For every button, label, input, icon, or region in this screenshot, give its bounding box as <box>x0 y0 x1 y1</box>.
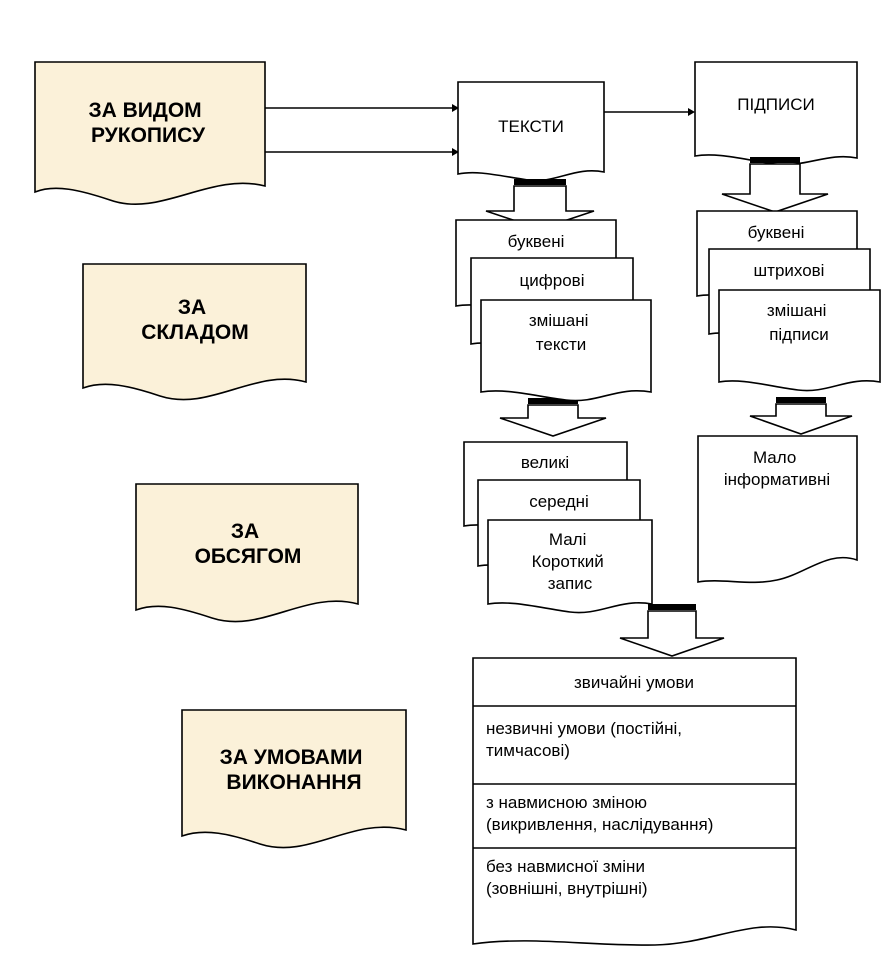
svg-text:Мало інформативні: Мало інформативні <box>724 448 830 489</box>
item-line: змішані <box>529 311 589 330</box>
svg-text:Малі Короткий: Малі Короткий запис <box>532 530 609 593</box>
condition-line: незвичні умови (постійні, <box>486 719 682 738</box>
conditions-table: звичайні умови незвичні умови (постійні,… <box>472 657 797 946</box>
text-volume-small: Малі Короткий запис <box>487 519 653 614</box>
category-by-handwriting: ЗА ВИДОМ РУКОПИСУ <box>34 61 266 205</box>
text-composition-mixed: змішані тексти <box>480 299 652 402</box>
item-line: тексти <box>536 335 586 354</box>
arrowhead-icon <box>452 148 459 156</box>
condition-line: з навмисною зміною <box>486 793 647 812</box>
condition-line: тимчасові) <box>486 741 570 760</box>
item-line: буквені <box>508 232 565 251</box>
svg-text:змішані тексти: змішані тексти <box>529 311 593 354</box>
category-by-composition: ЗА СКЛАДОМ <box>82 263 307 401</box>
svg-text:середні: середні <box>529 492 589 511</box>
item-line: великі <box>521 453 569 472</box>
conditions-row-usual: звичайні умови <box>574 673 694 692</box>
svg-text:ЗА ОБСЯГОМ: ЗА ОБСЯГОМ <box>195 520 302 568</box>
signature-composition-stack: буквені штрихові змішані підписи <box>696 210 881 392</box>
condition-line: без навмисної зміни <box>486 857 645 876</box>
conditions-row-unusual: незвичні умови (постійні, тимчасові) <box>486 719 687 760</box>
svg-text:ЗА УМОВАМИ ВИКОНАННЯ: ЗА УМОВАМИ ВИКОНАННЯ <box>220 746 369 794</box>
item-line: змішані <box>767 301 827 320</box>
type-label: ПІДПИСИ <box>737 95 814 114</box>
svg-text:змішані підписи: змішані підписи <box>767 301 831 344</box>
svg-text:з навмисною зміною (ви: з навмисною зміною (викривлення, насліду… <box>486 793 713 834</box>
category-by-conditions: ЗА УМОВАМИ ВИКОНАННЯ <box>181 709 407 849</box>
signature-volume-low-info: Мало інформативні <box>697 435 858 584</box>
condition-line: (викривлення, наслідування) <box>486 815 713 834</box>
item-line: середні <box>529 492 589 511</box>
signature-composition-mixed: змішані підписи <box>718 289 881 392</box>
down-arrow-icon <box>619 604 725 657</box>
arrowhead-icon <box>452 104 459 112</box>
block-arrows <box>485 157 853 657</box>
down-arrow-icon <box>721 157 829 213</box>
category-by-volume: ЗА ОБСЯГОМ <box>135 483 359 623</box>
down-arrow-icon <box>749 397 853 435</box>
svg-text:звичайні умови: звичайні умови <box>574 673 694 692</box>
category-line: ЗА <box>178 296 206 319</box>
svg-text:ЗА СКЛАДОМ: ЗА СКЛАДОМ <box>141 296 248 344</box>
conditions-row-intentional: з навмисною зміною (викривлення, насліду… <box>486 793 713 834</box>
type-signatures: ПІДПИСИ <box>694 61 858 166</box>
svg-text:буквені: буквені <box>748 223 805 242</box>
down-arrow-icon <box>499 398 607 437</box>
condition-line: звичайні умови <box>574 673 694 692</box>
item-line: запис <box>548 574 593 593</box>
item-line: Короткий <box>532 552 604 571</box>
conditions-row-unintentional: без навмисної зміни (зовнішні, внутрішні… <box>486 857 650 898</box>
text-composition-stack: буквені цифрові змішані тексти <box>455 219 652 402</box>
category-line: ВИКОНАННЯ <box>226 771 361 794</box>
item-line: буквені <box>748 223 805 242</box>
category-line: РУКОПИСУ <box>91 124 206 147</box>
item-line: інформативні <box>724 470 830 489</box>
category-line: ЗА УМОВАМИ <box>220 746 363 769</box>
item-line: Мало <box>753 448 796 467</box>
svg-text:буквені: буквені <box>508 232 565 251</box>
category-line: ЗА ВИДОМ <box>88 99 201 122</box>
connectors <box>265 104 695 156</box>
svg-text:великі: великі <box>521 453 569 472</box>
svg-text:штрихові: штрихові <box>754 261 825 280</box>
svg-text:ЗА ВИДОМ РУКОПИСУ: ЗА ВИДОМ РУКОПИСУ <box>88 99 207 147</box>
svg-text:незвичні умови (постійні,: незвичні умови (постійні, тимчасові) <box>486 719 687 760</box>
svg-text:без навмисної зміни (з: без навмисної зміни (зовнішні, внутрішні… <box>486 857 650 898</box>
category-line: СКЛАДОМ <box>141 321 248 344</box>
item-line: штрихові <box>754 261 825 280</box>
svg-text:цифрові: цифрові <box>520 271 585 290</box>
category-line: ЗА <box>231 520 259 543</box>
text-volume-stack: великі середні Малі Короткий запис <box>463 441 653 614</box>
type-texts: ТЕКСТИ <box>457 81 605 182</box>
condition-line: (зовнішні, внутрішні) <box>486 879 648 898</box>
type-label: ТЕКСТИ <box>498 117 564 136</box>
arrowhead-icon <box>688 108 695 116</box>
item-line: Малі <box>549 530 587 549</box>
item-line: підписи <box>769 325 829 344</box>
item-line: цифрові <box>520 271 585 290</box>
category-line: ОБСЯГОМ <box>195 545 302 568</box>
